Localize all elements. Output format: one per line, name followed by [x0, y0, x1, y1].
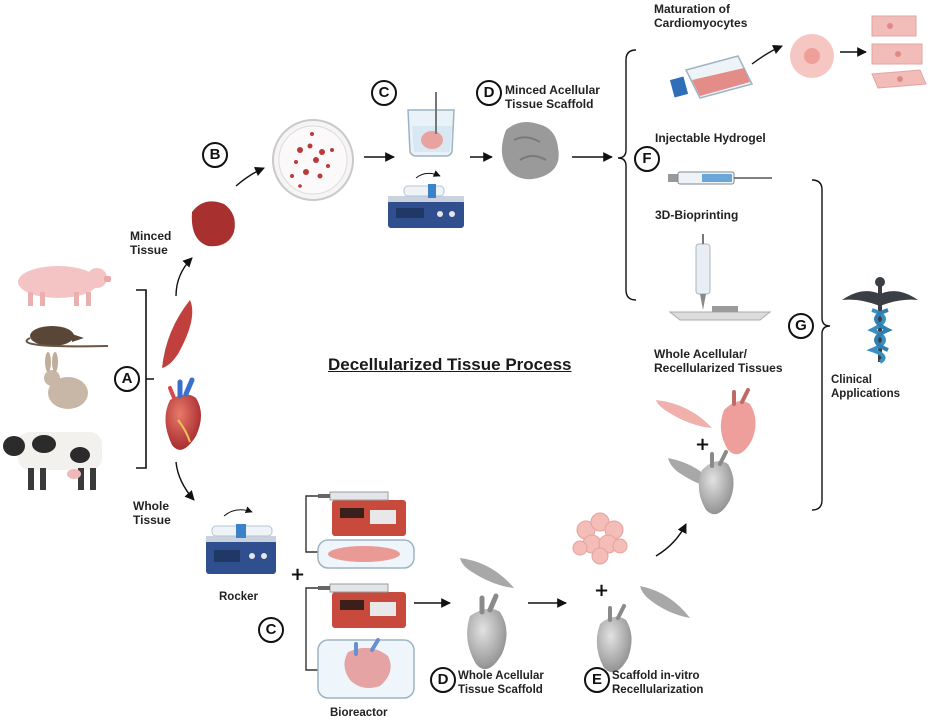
syringe-icon [668, 171, 772, 185]
recellularized-heart-icon [720, 388, 756, 455]
label-maturation: Maturation of Cardiomyocytes [654, 2, 748, 30]
arrow-to-cell [751, 44, 783, 65]
rat-icon [25, 326, 109, 348]
cardiomyocyte-cell-icon [790, 34, 834, 78]
heart-icon [165, 377, 201, 450]
syringe-pump-top-icon [318, 491, 406, 536]
orbital-shaker-icon [388, 170, 464, 228]
rabbit-icon [44, 352, 88, 409]
badge-f: F [634, 146, 660, 172]
badge-b: B [202, 142, 228, 168]
label-whole-recellularized: Whole Acellular/ Recellularized Tissues [654, 347, 783, 375]
label-rocker: Rocker [219, 591, 258, 603]
petri-dish-icon [272, 119, 354, 201]
cow-icon [3, 432, 102, 490]
pig-icon [18, 266, 111, 306]
clinical-bracket [811, 179, 831, 511]
arrow-to-whole [175, 461, 195, 501]
acellular-heart-2-icon [698, 450, 734, 515]
mature-cardiomyocytes-icon [871, 15, 927, 89]
arrow-to-minced [175, 257, 193, 297]
acellular-heart-icon [467, 593, 507, 670]
recellularized-muscle-icon [656, 400, 712, 428]
badge-c-bottom: C [258, 617, 284, 643]
acellular-muscle-icon [460, 558, 514, 588]
arrow-to-dish [235, 166, 265, 187]
tubing-bottom [305, 587, 318, 671]
minced-tissue-icon [191, 201, 235, 247]
label-injectable-hydrogel: Injectable Hydrogel [655, 131, 766, 145]
label-recellularization: Scaffold in-vitro Recellularization [612, 670, 704, 696]
bioreactor-chamber-icon [317, 638, 415, 699]
cell-cluster-icon [572, 512, 628, 565]
bioprinter-icon [668, 234, 772, 321]
muscle-icon [162, 300, 193, 368]
minced-scaffold-icon [501, 122, 559, 180]
label-bioreactor: Bioreactor [330, 707, 388, 719]
plus-sign-tissues: + [695, 434, 711, 455]
label-whole-tissue: Whole Tissue [133, 499, 171, 527]
badge-d-top: D [476, 80, 502, 106]
culture-flask-icon [669, 55, 754, 99]
label-minced-tissue: Minced Tissue [130, 229, 172, 257]
badge-c-top: C [371, 80, 397, 106]
applications-bracket [617, 49, 637, 301]
beaker-icon [407, 92, 455, 157]
badge-g: G [788, 313, 814, 339]
label-clinical-applications: Clinical Applications [831, 374, 901, 400]
plus-sign-recell: + [594, 580, 610, 601]
recell-muscle-icon [640, 586, 690, 618]
recell-heart-icon [596, 604, 632, 673]
rocker-icon [206, 506, 276, 574]
arrow-to-recellularized [655, 523, 687, 557]
diagram-title: Decellularized Tissue Process [328, 355, 572, 374]
tubing-top [305, 495, 318, 553]
label-whole-acellular-scaffold: Whole Acellular Tissue Scaffold [458, 670, 544, 696]
bioreactor-tube-top-icon [317, 539, 415, 569]
source-bracket [136, 289, 154, 469]
badge-d-bottom: D [430, 667, 456, 693]
badge-a: A [114, 366, 140, 392]
label-minced-acellular-scaffold: Minced Acellular Tissue Scaffold [505, 83, 600, 111]
caduceus-icon [842, 277, 918, 364]
badge-e: E [584, 667, 610, 693]
syringe-pump-bottom-icon [318, 583, 406, 628]
label-bioprinting: 3D-Bioprinting [655, 208, 739, 222]
plus-sign-rocker: + [290, 564, 306, 585]
